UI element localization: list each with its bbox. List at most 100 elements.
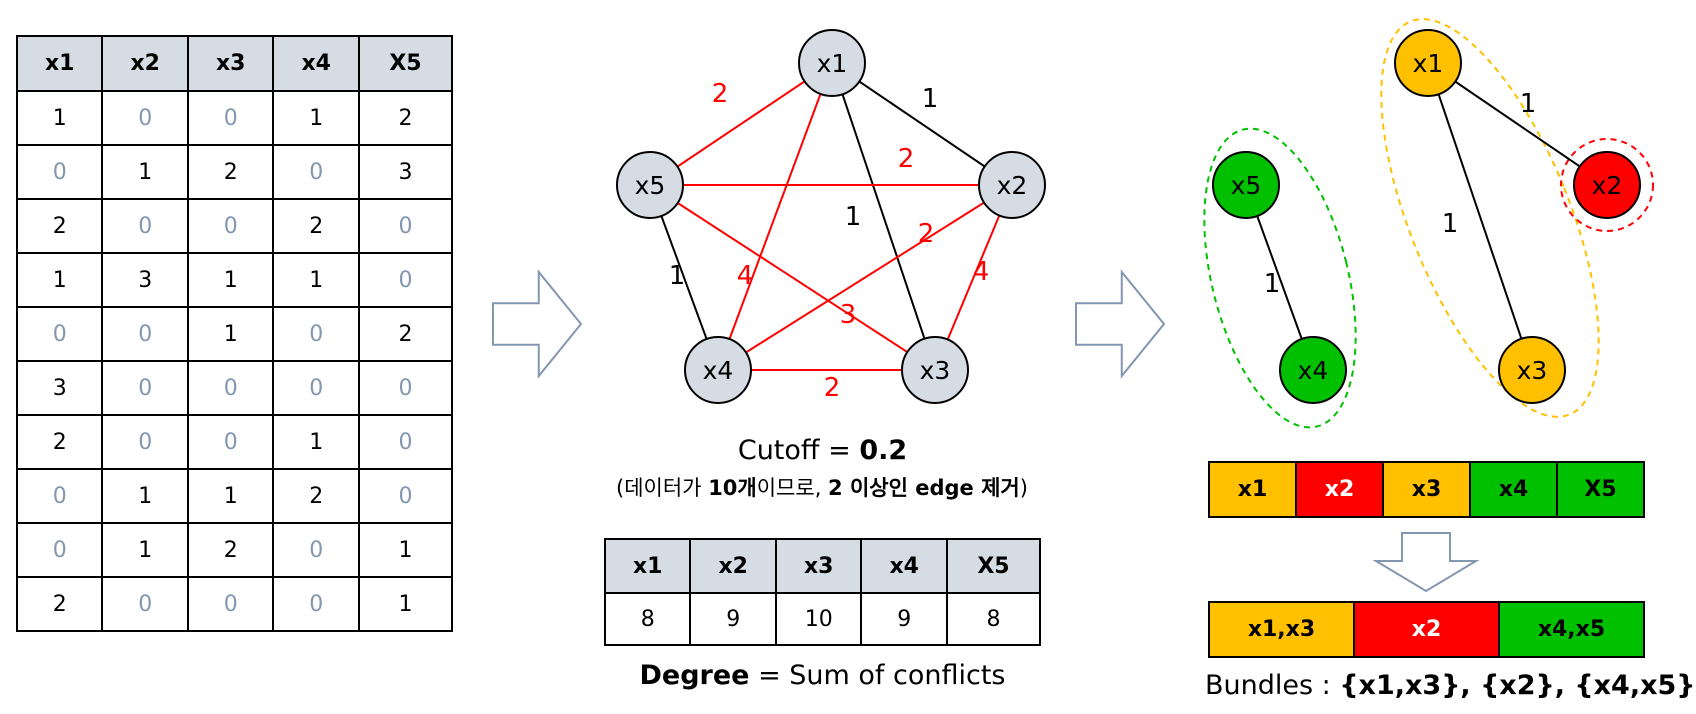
table-cell: 1 (272, 90, 360, 146)
edge-x3-x5 (649, 184, 936, 371)
bundle-edge-x1-x3 (1427, 62, 1533, 371)
degree-table-header-x3: x3 (774, 538, 863, 594)
cutoff-note: (데이터가 10개이므로, 2 이상인 edge 제거) (560, 472, 1084, 502)
table-cell: 1 (101, 468, 189, 524)
degree-caption: Degree = Sum of conflicts (604, 660, 1041, 691)
table-cell: 2 (272, 468, 360, 524)
table-cell: 1 (272, 414, 360, 470)
table-cell: 0 (186, 90, 275, 146)
table-cell: 0 (357, 198, 454, 254)
down-arrow-icon (1372, 532, 1480, 593)
data-table-header-x2: x2 (101, 35, 189, 92)
table-cell: 2 (186, 144, 275, 200)
table-cell: 0 (357, 468, 454, 524)
table-cell: 0 (15, 522, 104, 578)
table-cell: 1 (357, 576, 454, 632)
table-cell: 1 (101, 522, 189, 578)
table-cell: 1 (186, 252, 275, 308)
bundle-edge-weight-label: 1 (1442, 209, 1459, 239)
bundle-edge-weight-label: 1 (1264, 269, 1281, 299)
bundle-node-x5 (1212, 151, 1280, 219)
bundles-caption: Bundles : {x1,x3}, {x2}, {x4,x5} (1205, 670, 1696, 701)
table-cell: 1 (15, 252, 104, 308)
node-x1 (798, 29, 866, 97)
degree-table-header-x1: x1 (603, 538, 692, 594)
cutoff-caption: Cutoff = 0.2 (604, 435, 1041, 466)
data-table-header-x3: x3 (186, 35, 275, 92)
degree-table-header-x5: X5 (945, 538, 1042, 594)
right-arrow-icon (1075, 269, 1166, 379)
bundles-prefix: Bundles : (1205, 670, 1340, 701)
node-label: x2 (997, 171, 1028, 200)
cutoff-note-count: 10개 (708, 476, 757, 500)
edge-weight-label: 2 (712, 79, 729, 109)
edge-x1-x2 (831, 62, 1013, 186)
degree-table-header-x2: x2 (689, 538, 777, 594)
node-x4 (684, 336, 752, 404)
cutoff-note-mid: 이므로, (756, 476, 829, 500)
table-cell: 3 (357, 144, 454, 200)
data-table-header-x5: X5 (357, 35, 454, 92)
degree-cell: 8 (945, 592, 1042, 646)
table-cell: 3 (15, 360, 104, 416)
table-cell: 1 (186, 468, 275, 524)
table-cell: 0 (272, 360, 360, 416)
cutoff-note-rule: 2 이상인 edge 제거 (828, 476, 1020, 500)
edge-x1-x3 (831, 62, 936, 371)
table-cell: 0 (101, 306, 189, 362)
table-cell: 0 (186, 576, 275, 632)
table-cell: 0 (272, 144, 360, 200)
edge-x1-x4 (717, 62, 833, 371)
table-cell: 2 (357, 306, 454, 362)
edge-x2-x4 (717, 184, 1013, 371)
table-cell: 1 (101, 144, 189, 200)
cutoff-label: Cutoff = (737, 435, 860, 466)
node-label: x1 (817, 49, 848, 78)
edge-weight-label: 2 (918, 219, 935, 249)
node-x2 (978, 151, 1046, 219)
node-x3 (901, 336, 969, 404)
node-label: x5 (635, 171, 666, 200)
table-cell: 0 (101, 414, 189, 470)
bundle-node-x3 (1498, 336, 1566, 404)
table-cell: 2 (272, 198, 360, 254)
feature-strip-cell: X5 (1556, 463, 1643, 516)
table-cell: 0 (15, 468, 104, 524)
bundle-edge-weight-label: 1 (1520, 89, 1537, 119)
bundle-node-label: x3 (1517, 356, 1548, 385)
feature-strip-cell: x2 (1295, 463, 1382, 516)
cutoff-note-prefix: (데이터가 (616, 476, 709, 500)
bundle-node-label: x5 (1231, 171, 1262, 200)
table-cell: 3 (101, 252, 189, 308)
edge-weight-label: 2 (898, 144, 915, 174)
table-cell: 0 (101, 198, 189, 254)
bundle-strip-cell: x4,x5 (1498, 603, 1643, 656)
bundle-node-x1 (1394, 29, 1462, 97)
edge-x1-x5 (649, 62, 833, 186)
right-arrow-icon (492, 269, 583, 379)
edge-weight-label: 1 (669, 261, 686, 291)
edge-weight-label: 4 (973, 257, 990, 287)
edge-weight-label: 1 (845, 202, 862, 232)
table-cell: 2 (186, 522, 275, 578)
cutoff-note-suffix: ) (1019, 476, 1028, 500)
degree-cell: 8 (603, 592, 692, 646)
table-cell: 1 (357, 522, 454, 578)
table-cell: 0 (15, 306, 104, 362)
table-cell: 0 (186, 360, 275, 416)
table-cell: 0 (101, 360, 189, 416)
bundles-value: {x1,x3}, {x2}, {x4,x5} (1339, 670, 1696, 701)
table-cell: 0 (357, 414, 454, 470)
